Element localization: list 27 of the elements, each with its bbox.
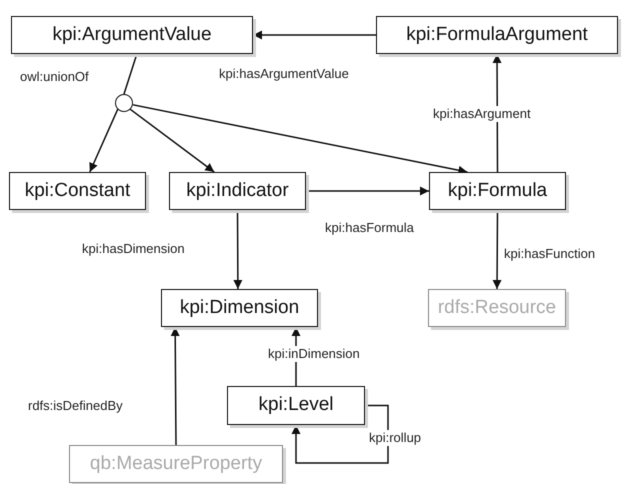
edge-label: owl:unionOf xyxy=(19,69,90,85)
edge-label: rdfs:isDefinedBy xyxy=(27,398,124,414)
edge-label: kpi:hasArgument xyxy=(432,106,532,122)
edge-label: kpi:hasDimension xyxy=(81,241,186,257)
arrow xyxy=(292,404,389,464)
class-box: kpi:FormulaArgument xyxy=(376,16,618,54)
arrow xyxy=(253,30,376,40)
arrow xyxy=(306,186,429,196)
class-box: rdfs:Resource xyxy=(428,289,566,327)
edge-label: kpi:inDimension xyxy=(267,346,361,362)
arrow xyxy=(233,210,242,289)
edge-label: kpi:hasFormula xyxy=(324,220,415,236)
edge-label: kpi:rollup xyxy=(368,430,422,446)
class-box: kpi:Formula xyxy=(429,172,566,210)
arrow xyxy=(89,109,118,172)
class-box: qb:MeasureProperty xyxy=(69,445,283,483)
arrow xyxy=(132,104,468,175)
edge-label: kpi:hasArgumentValue xyxy=(218,66,350,82)
arrow xyxy=(492,210,502,289)
arrow xyxy=(170,327,180,445)
arrow xyxy=(130,108,215,173)
class-box: kpi:Dimension xyxy=(161,289,318,327)
edge-label: kpi:hasFunction xyxy=(503,246,596,262)
class-box: kpi:Level xyxy=(227,386,365,425)
class-box: kpi:ArgumentValue xyxy=(11,16,253,54)
class-box: kpi:Indicator xyxy=(169,172,306,210)
class-box: kpi:Constant xyxy=(9,172,146,210)
